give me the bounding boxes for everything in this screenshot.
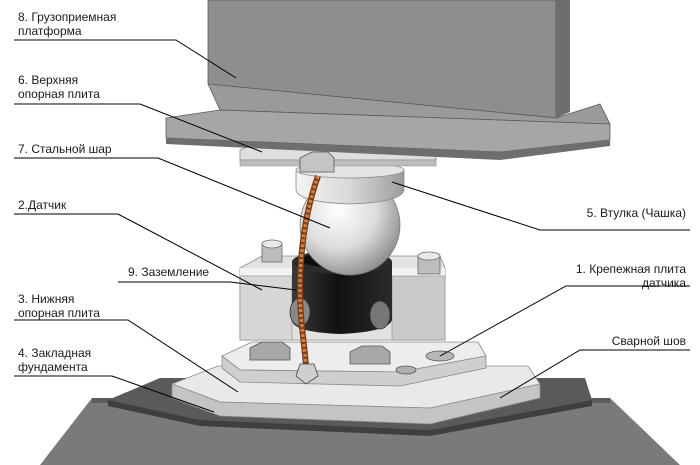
label-lower-plate-line2: опорная плита	[18, 306, 100, 320]
platform-beam	[165, 0, 611, 160]
label-lower-plate: 3. Нижняя опорная плита	[18, 292, 100, 320]
sensor-bolts	[261, 239, 441, 275]
label-lower-plate-line1: 3. Нижняя	[18, 292, 75, 306]
grounding-strap	[295, 175, 321, 385]
label-mount-plate-line1: 1. Крепежная плита	[575, 262, 686, 276]
label-upper-plate-line2: опорная плита	[18, 87, 100, 101]
label-steel-ball: 7. Стальной шар	[18, 142, 112, 156]
label-mount-plate: 1. Крепежная плита датчика	[576, 262, 686, 290]
label-weld: Сварной шов	[611, 334, 686, 348]
label-platform-line1: 8. Грузоприемная	[18, 10, 117, 24]
leader-lines	[14, 39, 690, 413]
label-sleeve: 5. Втулка (Чашка)	[586, 206, 686, 220]
label-grounding: 9. Заземление	[128, 265, 210, 279]
label-embedded-line1: 4. Закладная	[18, 346, 92, 360]
label-upper-plate-line1: 6. Верхняя	[18, 73, 79, 87]
label-upper-plate: 6. Верхняя опорная плита	[18, 73, 100, 101]
label-sensor: 2.Датчик	[18, 198, 67, 212]
label-embedded: 4. Закладная фундамента	[18, 346, 91, 374]
label-embedded-line2: фундамента	[18, 360, 88, 374]
top-bolt	[299, 151, 335, 173]
label-platform-line2: платформа	[18, 24, 82, 38]
label-mount-plate-line2: датчика	[641, 276, 686, 290]
label-platform: 8. Грузоприемная платформа	[18, 10, 116, 38]
